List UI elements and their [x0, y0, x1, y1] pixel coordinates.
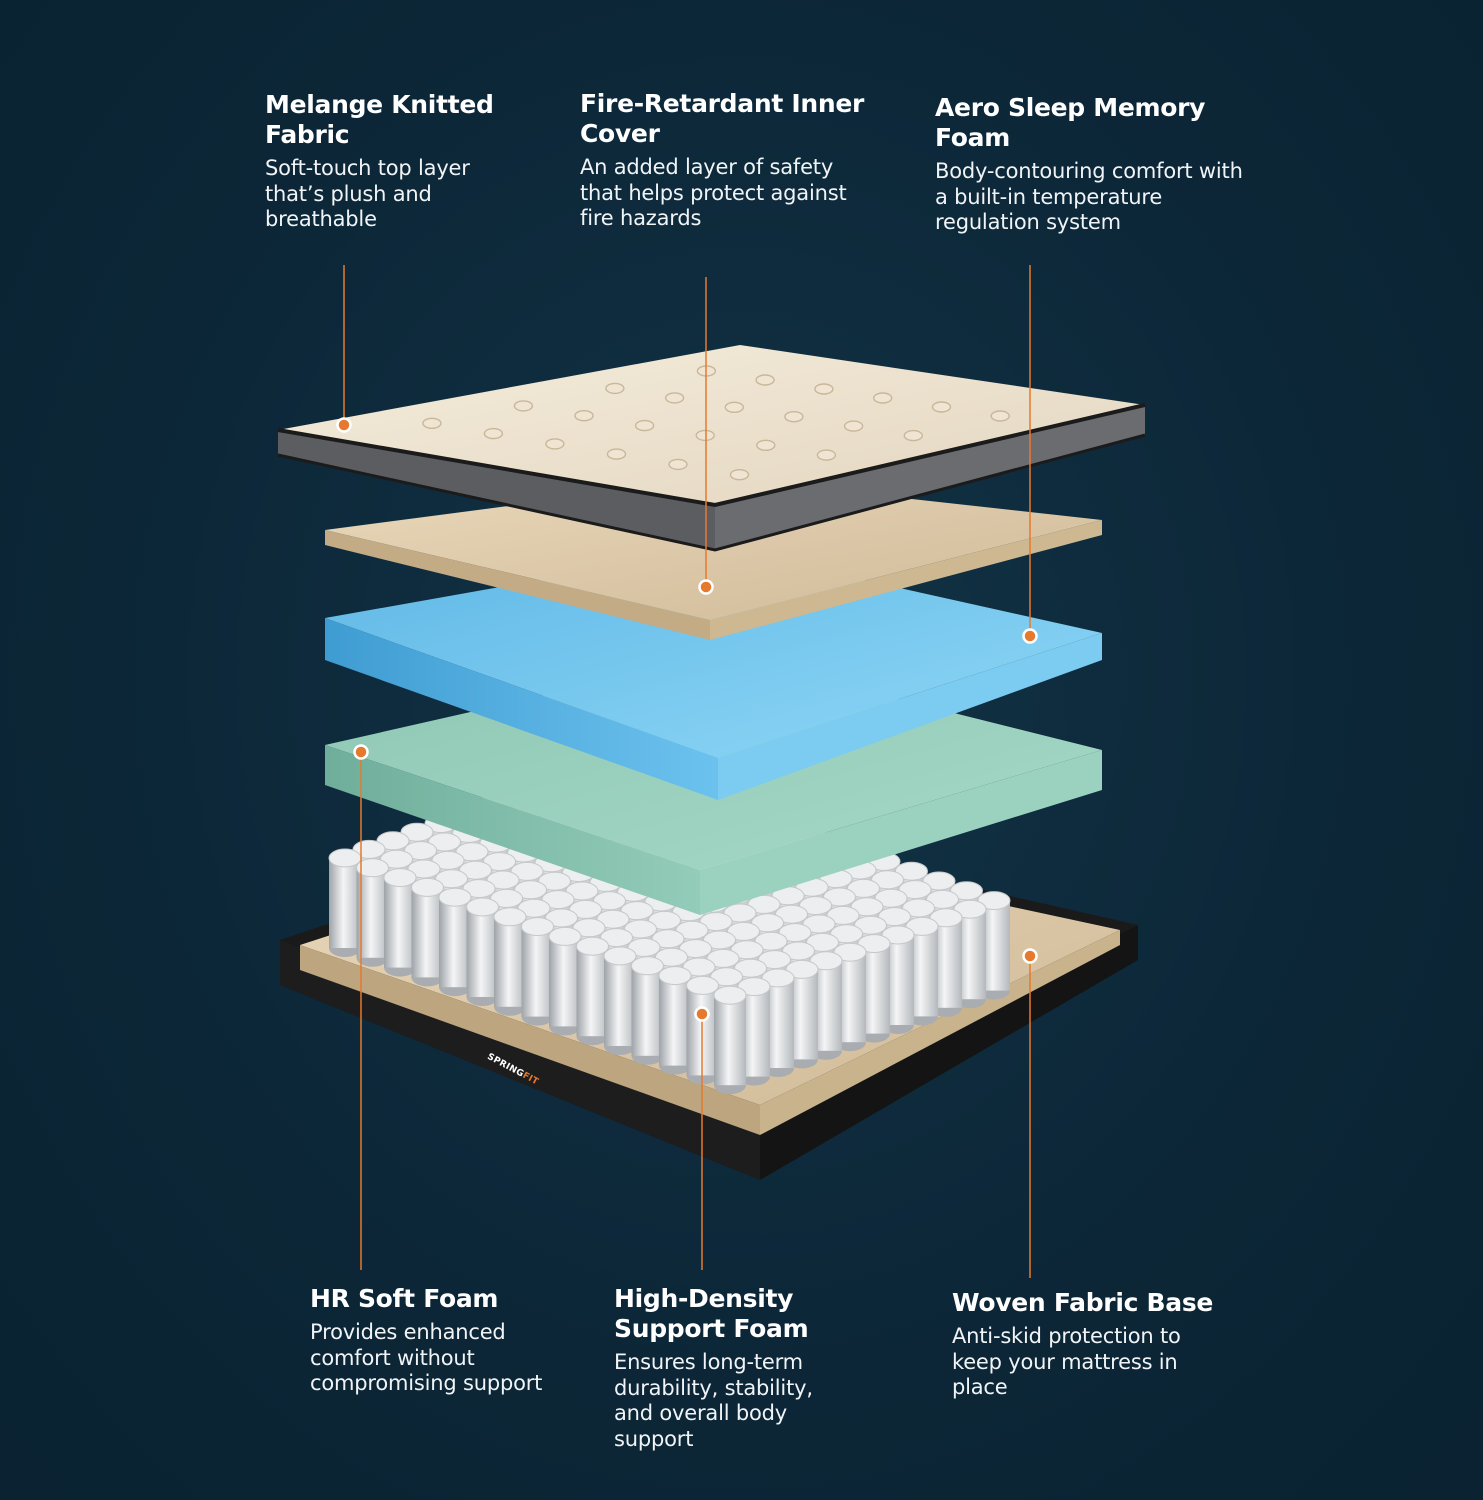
quilt-tuft: [814, 383, 834, 395]
callout-aero-sleep-memory-foam: Aero Sleep Memory Foam Body-contouring c…: [935, 93, 1255, 236]
quilt-tuft: [931, 401, 952, 413]
callout-description: Provides enhanced comfort without compro…: [310, 1320, 543, 1395]
spring-coil: [493, 907, 527, 1016]
quilt-tuft: [873, 392, 893, 404]
quilt-tuft: [695, 429, 715, 442]
marker-melange: [336, 417, 352, 433]
quilt-tuft: [422, 417, 442, 429]
spring-coil: [438, 887, 472, 997]
quilt-tuft: [724, 401, 744, 413]
quilt-tuft: [513, 400, 534, 412]
spring-coil: [356, 858, 389, 967]
callout-description: Anti-skid protection to keep your mattre…: [952, 1324, 1181, 1399]
spring-coil: [411, 877, 444, 987]
quilt-tuft: [903, 429, 923, 442]
quilt-tuft: [668, 458, 688, 471]
callout-description: Body-contouring comfort with a built-in …: [935, 159, 1243, 234]
callout-fire-retardant-inner-cover: Fire-Retardant Inner Cover An added laye…: [580, 89, 880, 232]
callout-description: An added layer of safety that helps prot…: [580, 155, 847, 230]
spring-coil: [713, 985, 747, 1095]
callout-title: HR Soft Foam: [310, 1284, 499, 1313]
marker-woven-base: [1022, 948, 1038, 964]
spring-coil: [631, 956, 664, 1065]
callout-woven-fabric-base: Woven Fabric Base Anti-skid protection t…: [952, 1288, 1232, 1401]
quilt-tuft: [729, 469, 750, 481]
quilt-tufts: [422, 365, 1010, 481]
quilt-tuft: [784, 411, 804, 423]
callout-description: Soft-touch top layer that’s plush and br…: [265, 156, 470, 231]
quilt-tuft: [574, 410, 594, 422]
callout-melange-knitted-fabric: Melange Knitted Fabric Soft-touch top la…: [265, 90, 535, 233]
marker-aero-sleep: [1022, 628, 1038, 644]
callout-hr-soft-foam: HR Soft Foam Provides enhanced comfort w…: [310, 1284, 550, 1397]
melange-knitted-top-layer: [277, 345, 1146, 552]
quilt-tuft: [664, 392, 685, 404]
quilt-tuft: [990, 410, 1010, 422]
spring-coil: [328, 848, 362, 957]
quilt-tuft: [483, 427, 504, 440]
callout-title: Melange Knitted Fabric: [265, 90, 494, 149]
marker-fire-retardant: [698, 579, 714, 595]
leader-lines: [343, 265, 1031, 1278]
spring-coil: [548, 926, 582, 1036]
spring-coil: [521, 917, 554, 1026]
callout-title: Fire-Retardant Inner Cover: [580, 89, 865, 148]
spring-coil: [466, 897, 499, 1006]
markers: [336, 417, 1038, 1022]
callout-title: Woven Fabric Base: [952, 1288, 1214, 1317]
spring-coil: [658, 966, 692, 1075]
quilt-tuft: [634, 419, 655, 432]
aero-sleep-memory-foam-layer: [325, 548, 1102, 800]
marker-high-density: [694, 1006, 710, 1022]
quilt-tuft: [756, 439, 776, 451]
quilt-tuft: [606, 448, 627, 460]
quilt-tuft: [605, 382, 625, 395]
spring-coil: [576, 936, 609, 1046]
callout-high-density-support-foam: High-Density Support Foam Ensures long-t…: [614, 1284, 854, 1452]
callout-title: Aero Sleep Memory Foam: [935, 93, 1206, 152]
quilt-tuft: [843, 420, 864, 432]
callout-title: High-Density Support Foam: [614, 1284, 809, 1343]
marker-hr-soft: [353, 744, 369, 760]
quilt-tuft: [545, 438, 565, 450]
callout-description: Ensures long-term durability, stability,…: [614, 1350, 813, 1451]
spring-coil: [383, 868, 417, 977]
spring-coil: [603, 946, 637, 1055]
quilt-tuft: [816, 449, 837, 461]
quilt-tuft: [755, 374, 775, 386]
